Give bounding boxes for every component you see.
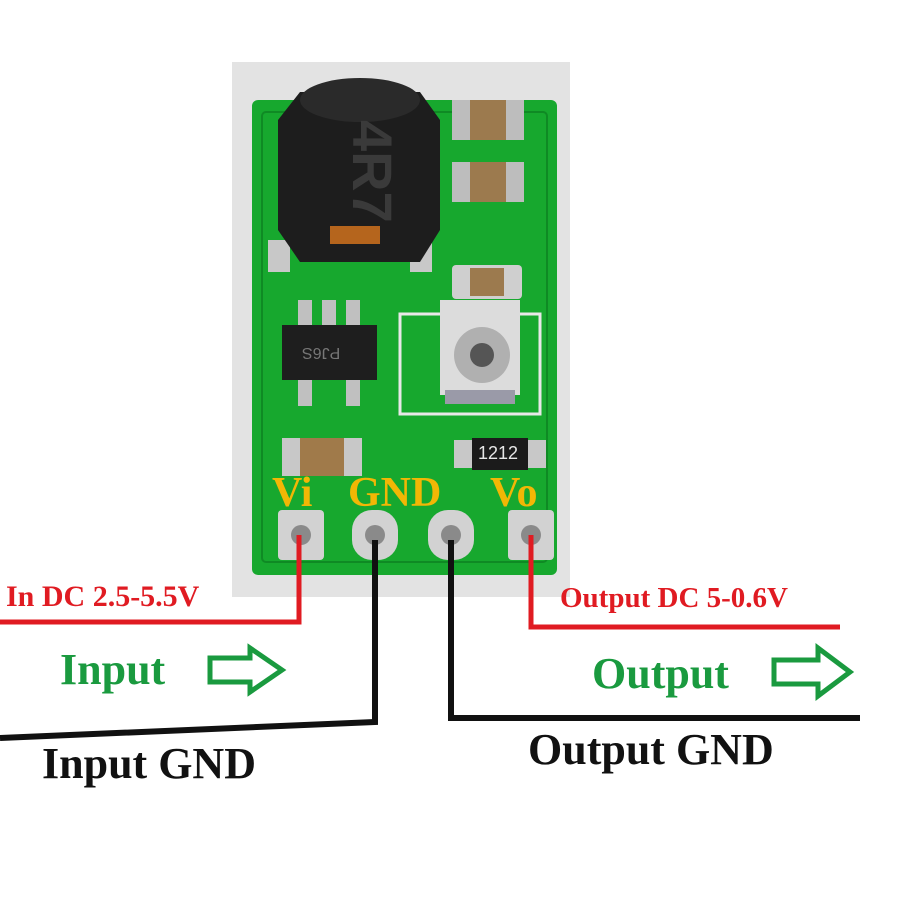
input-positive-wire	[0, 535, 302, 625]
output-arrow-icon	[771, 643, 855, 701]
regulator-ic	[282, 300, 377, 406]
chip-marking: PJ6S	[302, 344, 341, 361]
pin-label-vo: Vo	[490, 470, 538, 516]
capacitor	[452, 265, 522, 299]
output-gnd-wire	[448, 540, 860, 721]
resistor-marking: 1212	[478, 443, 519, 463]
pin-label-gnd: GND	[348, 470, 442, 516]
input-gnd-wire	[0, 540, 378, 741]
inductor	[278, 78, 440, 262]
pin-label-vi: Vi	[272, 470, 313, 516]
trimmer-potentiometer	[398, 300, 542, 416]
capacitor	[452, 100, 524, 140]
pin-pad-gnd-in	[352, 510, 398, 560]
input-arrow-icon	[207, 643, 287, 697]
output-range-label: Output DC 5-0.6V	[560, 582, 788, 614]
output-positive-wire	[528, 535, 840, 630]
resistor	[454, 438, 546, 470]
input-gnd-label: Input GND	[42, 739, 256, 788]
output-label: Output	[592, 649, 729, 698]
input-label: Input	[60, 645, 166, 694]
pin-pad-gnd-out	[428, 510, 474, 560]
capacitor	[452, 162, 524, 202]
capacitor	[282, 438, 362, 476]
input-range-label: In DC 2.5-5.5V	[6, 580, 200, 613]
output-gnd-label: Output GND	[528, 725, 774, 774]
inductor-marking: 4R7	[341, 120, 404, 223]
